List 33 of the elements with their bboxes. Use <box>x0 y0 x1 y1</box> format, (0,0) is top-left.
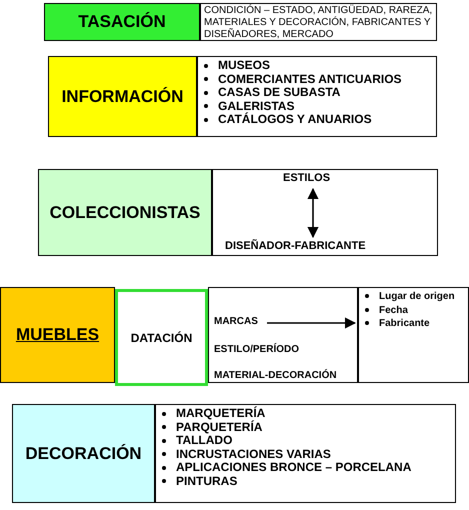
content-panel <box>212 169 438 256</box>
list-item: PARQUETERÍA <box>176 420 262 434</box>
content-panel <box>208 287 358 383</box>
list-item: Fabricante <box>379 318 430 329</box>
list-item: TALLADO <box>176 433 232 447</box>
text-label: ESTILOS <box>283 172 343 186</box>
highlight-box: DATACIÓN <box>115 289 208 386</box>
list-item: PINTURAS <box>176 474 238 488</box>
category-box: TASACIÓN <box>44 3 200 41</box>
list-panel <box>155 404 456 503</box>
text-label: MARCAS <box>214 316 264 330</box>
list-item: GALERISTAS <box>218 98 294 112</box>
arrow <box>307 188 319 238</box>
list-panel <box>358 287 469 383</box>
list-item: INCRUSTACIONES VARIAS <box>176 446 331 460</box>
text-label: MATERIAL-DECORACIÓN <box>214 370 354 384</box>
list-item: CASAS DE SUBASTA <box>218 85 340 99</box>
description-box: CONDICIÓN – ESTADO, ANTIGÜEDAD, RAREZA, MATERIALES Y DECORACIÓN, FABRICANTES Y DISEÑADORES, MERCADO <box>200 3 437 41</box>
category-box: DECORACIÓN <box>12 404 155 503</box>
list-item: COMERCIANTES ANTICUARIOS <box>218 72 402 86</box>
arrow <box>267 317 356 329</box>
list-panel <box>197 56 437 137</box>
list-item: Lugar de origen <box>379 291 455 302</box>
list-item: MUSEOS <box>218 58 270 72</box>
text-label: ESTILO/PERÍODO <box>214 344 314 358</box>
list-item: APLICACIONES BRONCE – PORCELANA <box>176 460 412 474</box>
category-box: COLECCIONISTAS <box>38 169 212 256</box>
list-item: Fecha <box>379 304 408 316</box>
list-item: CATÁLOGOS Y ANUARIOS <box>218 112 372 126</box>
category-box: INFORMACIÓN <box>48 56 197 137</box>
category-box: MUEBLES <box>0 287 115 383</box>
text-label: DISEÑADOR-FABRICANTE <box>225 240 405 254</box>
list-item: MARQUETERÍA <box>176 406 266 420</box>
